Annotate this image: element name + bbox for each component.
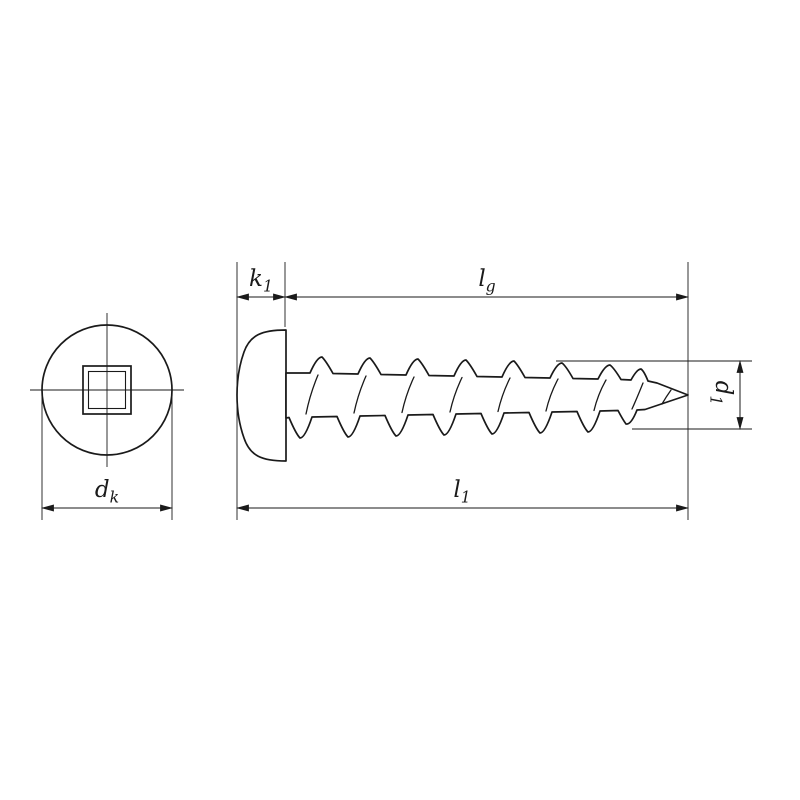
label-total-length-l1: l1 xyxy=(453,476,471,507)
dimensions xyxy=(40,262,752,520)
thread-helix-line xyxy=(353,375,367,414)
screw-thread-silhouette xyxy=(285,356,689,439)
screw-head xyxy=(236,329,287,462)
thread-helix-line xyxy=(545,378,559,412)
label-k1-sub: 1 xyxy=(262,276,273,296)
front-view xyxy=(30,313,184,467)
thread-helix-line xyxy=(497,377,511,413)
thread-helix-line xyxy=(593,379,607,412)
label-lg-base: l xyxy=(478,265,486,292)
thread-helix-line-tip xyxy=(631,382,644,410)
thread-helix-line-tip xyxy=(661,389,672,405)
label-head-height-k1: k1 xyxy=(249,265,273,296)
label-dk-base: d xyxy=(94,476,110,503)
label-d1-sub: 1 xyxy=(706,395,726,406)
label-l1-base: l xyxy=(453,476,461,503)
thread-helix-line xyxy=(401,376,415,414)
label-head-diameter-dk: dk xyxy=(94,476,120,507)
label-lg-sub: g xyxy=(485,276,496,296)
label-d1-base: d xyxy=(710,380,737,396)
head-outline-circle xyxy=(41,324,173,456)
label-thread-length-lg: lg xyxy=(478,265,496,296)
label-dk-sub: k xyxy=(109,487,120,507)
square-drive-inner xyxy=(87,370,127,410)
square-drive-outer xyxy=(82,365,132,415)
side-view xyxy=(236,329,689,462)
label-k1-base: k xyxy=(249,265,263,292)
thread-helix-line xyxy=(305,374,319,415)
label-diameter-d1: d1 xyxy=(706,380,737,406)
label-l1-sub: 1 xyxy=(460,487,471,507)
thread-helix-line xyxy=(449,376,463,413)
